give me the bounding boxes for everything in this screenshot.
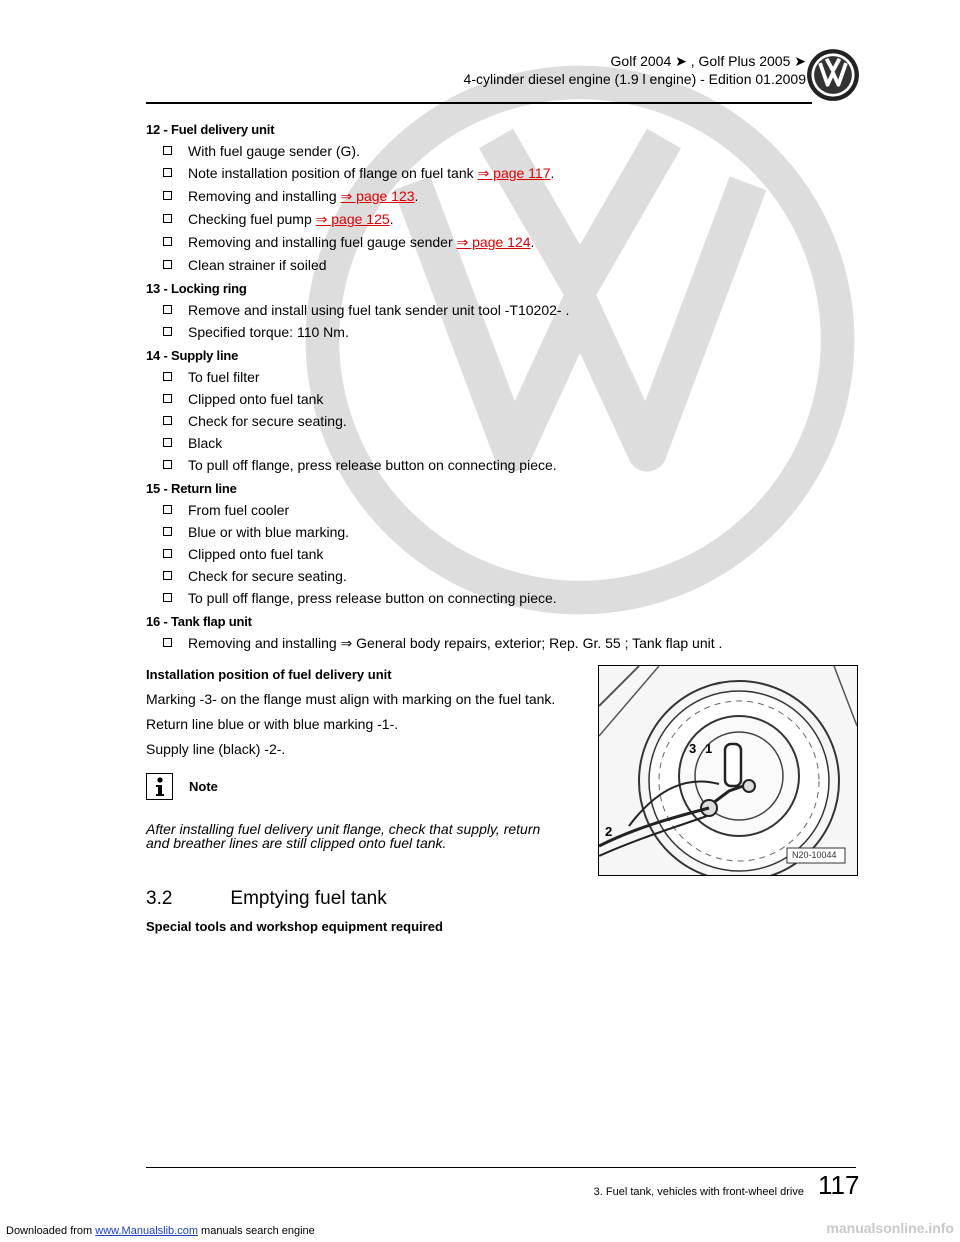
checkbox-bullet-icon <box>163 593 172 602</box>
figure-label-1: 1 <box>705 741 713 756</box>
section-title: Emptying fuel tank <box>230 888 387 909</box>
list-item: Clipped onto fuel tank <box>163 546 806 562</box>
list-item: Check for secure seating. <box>163 568 806 584</box>
list-item: To fuel filter <box>163 369 806 385</box>
checkbox-bullet-icon <box>163 394 172 403</box>
list-item: Black <box>163 435 806 451</box>
figure-code: N20-10044 <box>792 850 837 860</box>
list-item: Removing and installing fuel gauge sende… <box>163 234 806 251</box>
checkbox-bullet-icon <box>163 327 172 336</box>
checkbox-bullet-icon <box>163 214 172 223</box>
list-item: Remove and install using fuel tank sende… <box>163 302 806 318</box>
checkbox-bullet-icon <box>163 416 172 425</box>
checkbox-bullet-icon <box>163 372 172 381</box>
list-item: To pull off flange, press release button… <box>163 590 806 606</box>
list-item: Removing and installing ⇒ General body r… <box>163 635 806 652</box>
item-title: 15 - Return line <box>146 481 237 496</box>
item-15: 15 - Return line From fuel cooler Blue o… <box>146 481 806 606</box>
installation-line: Marking -3- on the flange must align wit… <box>146 691 556 707</box>
note-label: Note <box>189 779 218 794</box>
installation-line: Supply line (black) -2-. <box>146 741 286 757</box>
list-item: With fuel gauge sender (G). <box>163 143 806 159</box>
info-i-icon <box>146 773 173 800</box>
item-13: 13 - Locking ring Remove and install usi… <box>146 281 806 340</box>
checkbox-bullet-icon <box>163 168 172 177</box>
checkbox-bullet-icon <box>163 505 172 514</box>
vw-watermark-icon <box>305 65 855 615</box>
fuel-delivery-unit-figure: 3 1 2 N20-10044 <box>598 665 858 876</box>
site-watermark: manualsonline.info <box>826 1220 954 1236</box>
checkbox-bullet-icon <box>163 305 172 314</box>
list-item: Clipped onto fuel tank <box>163 391 806 407</box>
manualslib-link[interactable]: www.Manualslib.com <box>95 1225 198 1237</box>
vw-logo-icon <box>807 49 859 101</box>
list-item: Check for secure seating. <box>163 413 806 429</box>
checkbox-bullet-icon <box>163 527 172 536</box>
header-engine-line: 4-cylinder diesel engine (1.9 l engine) … <box>463 71 806 87</box>
item-title: 12 - Fuel delivery unit <box>146 122 275 137</box>
download-notice: Downloaded from www.Manualslib.com manua… <box>6 1225 315 1237</box>
section-subtitle: Special tools and workshop equipment req… <box>146 919 443 934</box>
page-link[interactable]: ⇒ page 123 <box>340 188 415 204</box>
list-item: Specified torque: 110 Nm. <box>163 324 806 340</box>
note-block: Note <box>146 773 586 800</box>
installation-line: Return line blue or with blue marking -1… <box>146 716 399 732</box>
list-item: Removing and installing ⇒ page 123 . <box>163 188 806 205</box>
page-link[interactable]: ⇒ page 125 <box>315 211 390 227</box>
note-text: After installing fuel delivery unit flan… <box>146 821 541 851</box>
header-model-line: Golf 2004 ➤ , Golf Plus 2005 ➤ <box>610 53 806 69</box>
checkbox-bullet-icon <box>163 571 172 580</box>
figure-label-2: 2 <box>605 824 613 839</box>
checkbox-bullet-icon <box>163 549 172 558</box>
installation-title: Installation position of fuel delivery u… <box>146 667 392 682</box>
installation-position: Installation position of fuel delivery u… <box>146 667 586 850</box>
item-12: 12 - Fuel delivery unit With fuel gauge … <box>146 122 806 273</box>
page-link[interactable]: ⇒ page 124 <box>456 234 531 250</box>
item-title: 13 - Locking ring <box>146 281 247 296</box>
footer-section-name: 3. Fuel tank, vehicles with front-wheel … <box>593 1186 804 1198</box>
list-item: To pull off flange, press release button… <box>163 457 806 473</box>
item-title: 16 - Tank flap unit <box>146 614 252 629</box>
footer-rule <box>146 1167 856 1168</box>
page-number: 117 <box>818 1170 860 1200</box>
flange-illustration <box>599 666 857 875</box>
checkbox-bullet-icon <box>163 191 172 200</box>
checkbox-bullet-icon <box>163 237 172 246</box>
checkbox-bullet-icon <box>163 146 172 155</box>
section-number: 3.2 <box>146 888 173 909</box>
checkbox-bullet-icon <box>163 438 172 447</box>
list-item: From fuel cooler <box>163 502 806 518</box>
header-rule <box>146 102 812 104</box>
item-title: 14 - Supply line <box>146 348 239 363</box>
list-item: Checking fuel pump ⇒ page 125 . <box>163 211 806 228</box>
parts-list: 12 - Fuel delivery unit With fuel gauge … <box>146 122 806 660</box>
checkbox-bullet-icon <box>163 260 172 269</box>
item-16: 16 - Tank flap unit Removing and install… <box>146 614 806 652</box>
list-item: Blue or with blue marking. <box>163 524 806 540</box>
page-header: Golf 2004 ➤ , Golf Plus 2005 ➤ 4-cylinde… <box>464 52 806 88</box>
checkbox-bullet-icon <box>163 638 172 647</box>
list-item: Clean strainer if soiled <box>163 257 806 273</box>
figure-label-3: 3 <box>689 741 697 756</box>
list-item: Note installation position of flange on … <box>163 165 806 182</box>
item-14: 14 - Supply line To fuel filter Clipped … <box>146 348 806 473</box>
checkbox-bullet-icon <box>163 460 172 469</box>
page-link[interactable]: ⇒ page 117 <box>477 165 551 181</box>
section-heading: 3.2 Emptying fuel tank <box>146 888 387 910</box>
